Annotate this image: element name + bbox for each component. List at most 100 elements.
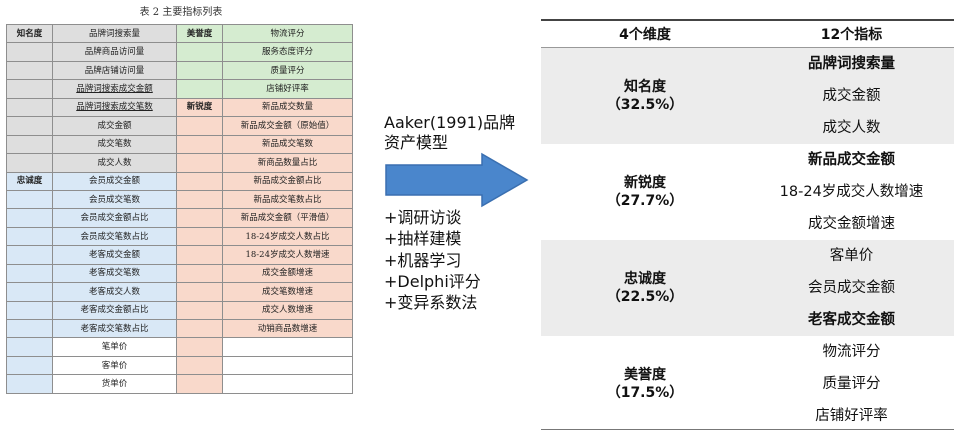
table-row: 会员成交笔数 新品成交笔数占比 bbox=[6, 189, 353, 210]
dimension-group-novelty: 新锐度 （27.7%） 新品成交金额 18-24岁成交人数增速 成交金额增速 bbox=[541, 144, 954, 240]
indicator-cell: 成交人数 bbox=[822, 120, 881, 136]
indicator-cell: 品牌词搜索量 bbox=[52, 23, 177, 44]
indicator-cell: 货单价 bbox=[52, 374, 177, 394]
indicator-cell: 成交金额 bbox=[822, 88, 881, 104]
indicator-cell bbox=[222, 355, 353, 376]
method-title: Aaker(1991)品牌 资产模型 bbox=[384, 113, 534, 153]
indicator-cell: 会员成交金额 bbox=[808, 280, 895, 296]
dimension-cell bbox=[6, 263, 53, 284]
indicator-cell: 新商品数量占比 bbox=[222, 153, 353, 173]
indicator-cell: 老客成交金额 bbox=[52, 245, 177, 265]
indicator-cell: 会员成交笔数 bbox=[52, 189, 177, 210]
table-row: 品牌词搜索成交金额 店铺好评率 bbox=[6, 79, 353, 99]
method-title-line: Aaker(1991)品牌 bbox=[384, 113, 516, 132]
dimension-cell bbox=[6, 189, 53, 210]
dimension-cell bbox=[6, 60, 53, 81]
dimension-cell bbox=[6, 116, 53, 136]
dimension-cell bbox=[176, 245, 223, 265]
indicator-cell: 店铺好评率 bbox=[815, 408, 888, 424]
method-item: +抽样建模 bbox=[384, 229, 462, 249]
dimension-name: 新锐度 bbox=[624, 175, 666, 191]
indicator-cell: 成交金额增速 bbox=[222, 263, 353, 284]
dimension-cell: 知名度 bbox=[6, 23, 53, 44]
method-item: +机器学习 bbox=[384, 250, 462, 270]
indicator-cell: 客单价 bbox=[52, 355, 177, 376]
dimension-cell bbox=[6, 374, 53, 394]
method-list: +调研访谈 +抽样建模 +机器学习 +Delphi评分 +变异系数法 bbox=[384, 207, 524, 313]
dimension-cell bbox=[6, 208, 53, 228]
dimension-weight: （22.5%） bbox=[606, 289, 684, 305]
dimension-cell: 忠诚度 bbox=[6, 171, 53, 191]
indicator-cell: 新品成交笔数占比 bbox=[222, 189, 353, 210]
indicator-cell bbox=[222, 337, 353, 357]
indicator-cell: 新品成交数量 bbox=[222, 97, 353, 118]
dimension-cell bbox=[176, 374, 223, 394]
dimension-cell: 新锐度 bbox=[176, 97, 223, 118]
indicator-cell: 动销商品数增速 bbox=[222, 318, 353, 339]
right-arrow-icon bbox=[385, 152, 529, 208]
indicator-cell: 新品成交金额占比 bbox=[222, 171, 353, 191]
indicator-cell: 品牌词搜索成交金额 bbox=[52, 79, 177, 99]
table-row: 成交人数新商品数量占比 bbox=[6, 153, 353, 173]
dimension-cell bbox=[176, 282, 223, 302]
table-row: 成交笔数新品成交笔数 bbox=[6, 134, 353, 155]
dimension-cell bbox=[176, 208, 223, 228]
indicator-cell: 老客成交金额 bbox=[808, 312, 895, 328]
dimension-column-header: 4个维度 bbox=[619, 27, 671, 43]
indicator-column-header: 12个指标 bbox=[820, 27, 883, 43]
indicator-cell: 新品成交金额（平滑值） bbox=[222, 208, 353, 228]
dimension-cell bbox=[6, 42, 53, 62]
table-row: 老客成交笔数占比 动销商品数增速 bbox=[6, 318, 353, 339]
indicator-cell: 客单价 bbox=[829, 248, 874, 264]
dimension-cell bbox=[6, 282, 53, 302]
method-title-line: 资产模型 bbox=[384, 133, 449, 152]
table-row: 老客成交笔数 成交金额增速 bbox=[6, 263, 353, 284]
indicator-cell: 老客成交笔数占比 bbox=[52, 318, 177, 339]
indicator-cell: 成交人数增速 bbox=[222, 300, 353, 321]
dimension-group-reputation: 美誉度 （17.5%） 物流评分 质量评分 店铺好评率 bbox=[541, 336, 954, 432]
indicator-cell: 18-24岁成交人数占比 bbox=[222, 226, 353, 247]
dimension-cell: 美誉度 bbox=[176, 23, 223, 44]
dimension-cell bbox=[176, 79, 223, 99]
dimension-cell: 忠诚度 （22.5%） bbox=[541, 240, 749, 336]
dimension-cell bbox=[6, 226, 53, 247]
dimension-cell: 知名度 （32.5%） bbox=[541, 48, 749, 144]
dimension-cell bbox=[176, 226, 223, 247]
table-row: 品牌店铺访问量质量评分 bbox=[6, 60, 353, 81]
indicator-cell: 新品成交金额 bbox=[808, 152, 895, 168]
dimension-group-awareness: 知名度 （32.5%） 品牌词搜索量 成交金额 成交人数 bbox=[541, 48, 954, 144]
table-row: 会员成交笔数占比 18-24岁成交人数占比 bbox=[6, 226, 353, 247]
method-item: +变异系数法 bbox=[384, 293, 478, 313]
indicator-cell: 会员成交笔数占比 bbox=[52, 226, 177, 247]
dimension-cell bbox=[6, 300, 53, 321]
dimension-cell bbox=[6, 245, 53, 265]
indicator-cell: 质量评分 bbox=[822, 376, 881, 392]
method-item: +Delphi评分 bbox=[384, 271, 481, 291]
dimension-cell bbox=[176, 318, 223, 339]
indicator-cell: 18-24岁成交人数增速 bbox=[222, 245, 353, 265]
indicator-cell: 成交金额 bbox=[52, 116, 177, 136]
dimension-cell bbox=[6, 337, 53, 357]
table-row: 客单价 bbox=[6, 355, 353, 376]
indicator-cell: 服务态度评分 bbox=[222, 42, 353, 62]
main-indicator-table: 知名度品牌词搜索量美誉度物流评分品牌商品访问量服务态度评分品牌店铺访问量质量评分… bbox=[6, 23, 353, 394]
dimension-cell bbox=[176, 60, 223, 81]
dimension-cell bbox=[6, 79, 53, 99]
indicator-cell: 会员成交金额 bbox=[52, 171, 177, 191]
indicator-cell: 老客成交笔数 bbox=[52, 263, 177, 284]
indicator-cell: 18-24岁成交人数增速 bbox=[779, 184, 924, 200]
indicator-cell: 店铺好评率 bbox=[222, 79, 353, 99]
table-row: 品牌词搜索成交笔数新锐度新品成交数量 bbox=[6, 97, 353, 118]
dimension-weight: （32.5%） bbox=[606, 97, 684, 113]
dimension-name: 忠诚度 bbox=[624, 271, 666, 287]
method-item: +调研访谈 bbox=[384, 208, 462, 227]
dimension-cell bbox=[176, 300, 223, 321]
dimension-cell bbox=[176, 189, 223, 210]
indicator-cell: 品牌店铺访问量 bbox=[52, 60, 177, 81]
indicator-cell: 成交笔数增速 bbox=[222, 282, 353, 302]
dimension-cell bbox=[176, 134, 223, 155]
dimension-cell bbox=[176, 337, 223, 357]
right-table-top-rule bbox=[541, 19, 954, 21]
indicator-cell: 笔单价 bbox=[52, 337, 177, 357]
dimension-cell bbox=[6, 134, 53, 155]
